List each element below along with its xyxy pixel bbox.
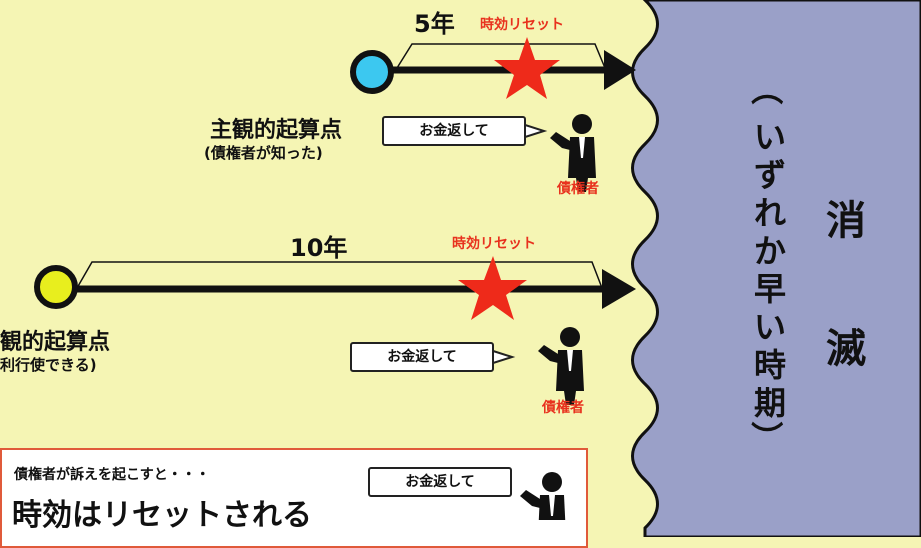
period-bracket-10y [77, 262, 602, 288]
objective-start-label: 観的起算点 [0, 324, 110, 356]
extinction-title-char: 滅 [826, 316, 866, 374]
demand-bubble-3: お金返して [368, 467, 512, 497]
period-label-5y: 5年 [414, 4, 455, 39]
lawsuit-note-big: 時効はリセットされる [12, 490, 312, 534]
subjective-start-label: 主観的起算点 [210, 112, 342, 144]
diagram: 消 滅 （ い ず れ か 早 い 時 期 ） 5年 時効リセット 主観的起算点… [0, 0, 921, 537]
lawsuit-note-small: 債権者が訴えを起こすと・・・ [14, 464, 210, 484]
creditor-person-icon [538, 327, 584, 405]
demand-bubble-1: お金返して [382, 116, 526, 146]
extinction-title-char: 消 [826, 188, 866, 246]
creditor-person-icon [520, 470, 580, 520]
reset-label-1: 時効リセット [480, 14, 564, 34]
start-circle-objective [37, 268, 75, 306]
creditor-label-1: 債権者 [557, 178, 599, 198]
creditor-label-2: 債権者 [542, 397, 584, 417]
extinction-subtitle-char: ） [745, 421, 791, 453]
reset-label-2: 時効リセット [452, 233, 536, 253]
start-circle-subjective [353, 53, 391, 91]
objective-start-sub: 利行使できる) [0, 354, 97, 375]
arrowhead-2 [602, 269, 636, 309]
period-label-10y: 10年 [290, 228, 347, 263]
arrowhead-1 [604, 50, 636, 90]
extinction-subtitle-char: （ [745, 73, 791, 105]
extinction-subtitle-char: 期 [754, 378, 786, 424]
demand-bubble-2: お金返して [350, 342, 494, 372]
subjective-start-sub: (債権者が知った) [204, 142, 323, 163]
